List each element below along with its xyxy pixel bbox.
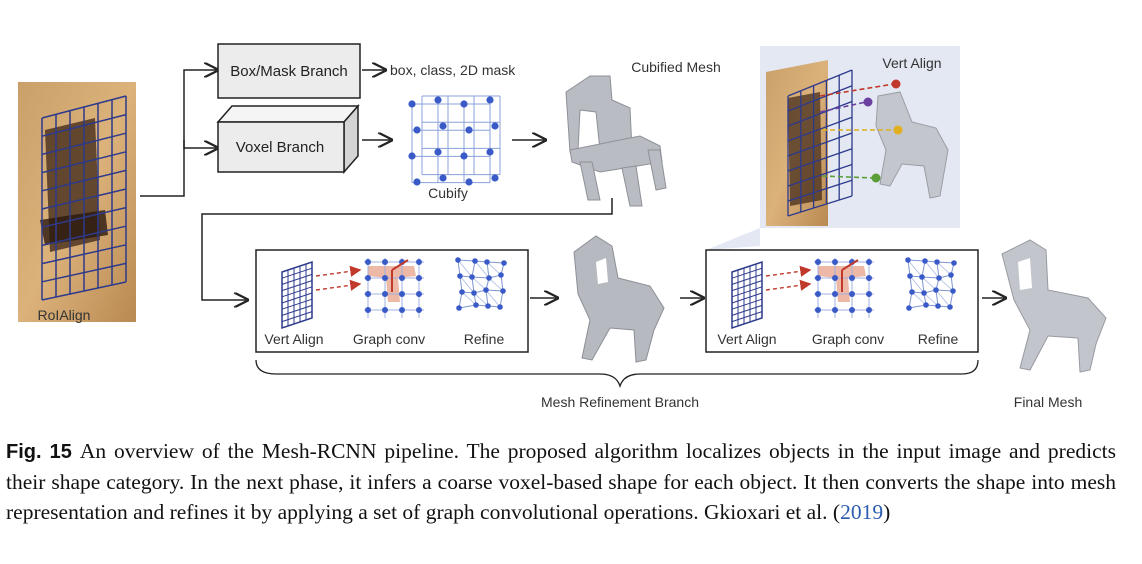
cubify-label: Cubify (428, 185, 468, 201)
voxel-branch-label: Voxel Branch (236, 139, 324, 156)
box-mask-branch-box (217, 43, 361, 99)
refinement-stage-2 (731, 257, 957, 330)
figure-caption-text: An overview of the Mesh-RCNN pipeline. T… (6, 439, 1116, 524)
citation-year-link[interactable]: 2019 (840, 500, 884, 524)
final-mesh-chair (1001, 239, 1107, 373)
intermediate-mesh-chair (573, 235, 665, 363)
vert-align-inset (706, 46, 960, 250)
roialign-label: RoIAlign (38, 307, 91, 323)
vert-align-label-2: Vert Align (717, 331, 776, 347)
graph-conv-label-1: Graph conv (353, 331, 425, 347)
cubify-voxel-grid (408, 95, 501, 186)
pipeline-figure: RoIAlign Box/Mask Branch box, class, 2D … (18, 43, 1107, 410)
final-mesh-label: Final Mesh (1014, 394, 1082, 410)
vert-align-title-label: Vert Align (882, 55, 941, 71)
refine-label-2: Refine (918, 331, 959, 347)
figure-caption-close: ) (883, 500, 891, 524)
roialign-image (18, 82, 136, 322)
vert-align-label-1: Vert Align (264, 331, 323, 347)
mesh-refinement-brace (255, 359, 979, 389)
voxel-branch-box (216, 104, 360, 174)
graph-conv-label-2: Graph conv (812, 331, 884, 347)
box-mask-output-label: box, class, 2D mask (390, 62, 516, 78)
refinement-stage-1 (281, 257, 507, 330)
box-mask-branch-label: Box/Mask Branch (230, 63, 348, 80)
cubified-mesh-label: Cubified Mesh (631, 59, 721, 75)
refine-label-1: Refine (464, 331, 505, 347)
mesh-refinement-branch-label: Mesh Refinement Branch (541, 394, 699, 410)
figure-caption-label: Fig. 15 (6, 441, 72, 463)
cubified-mesh-chair (565, 75, 667, 207)
